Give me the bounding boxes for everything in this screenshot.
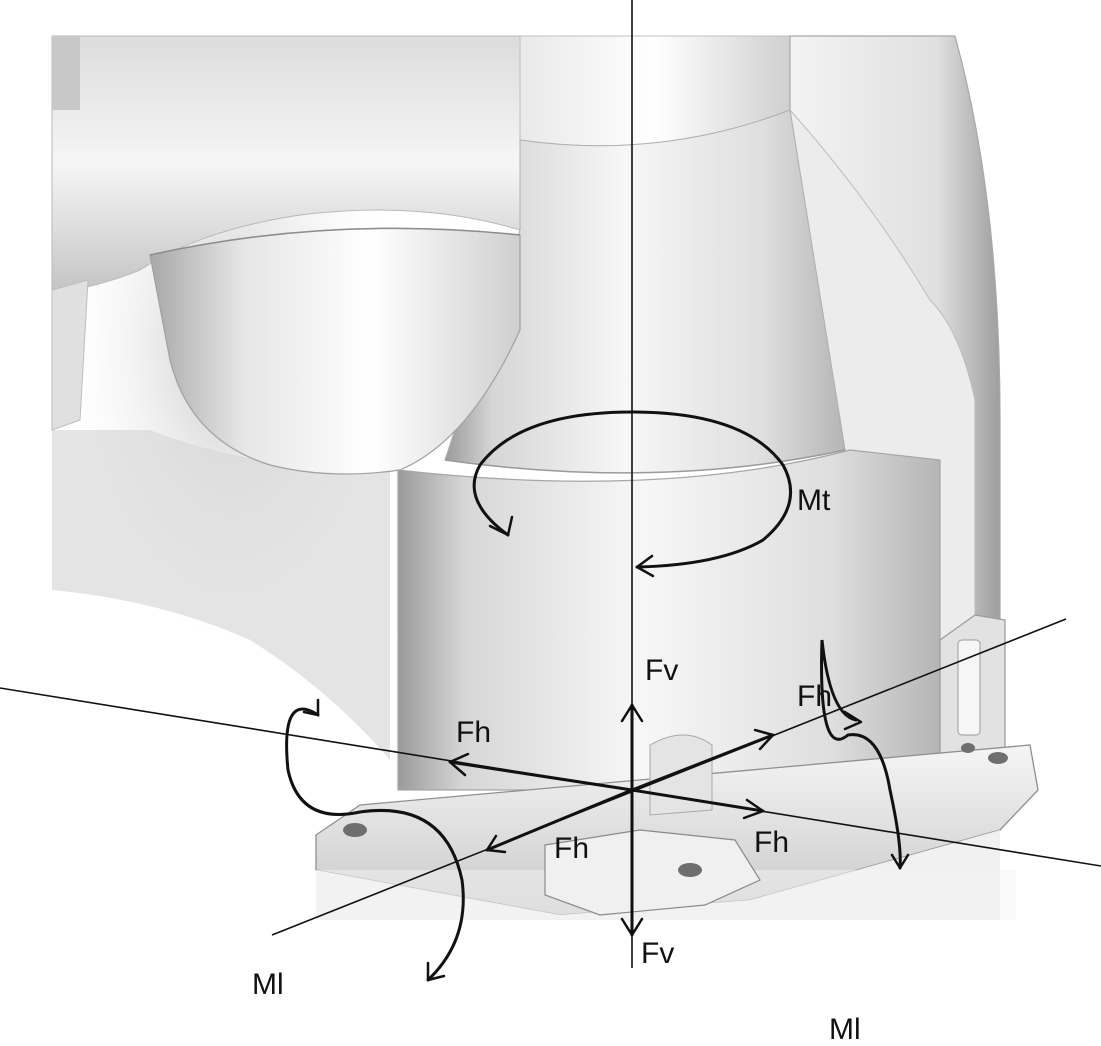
label-ml-right: Ml [829, 1013, 861, 1046]
elbow-seam [149, 227, 521, 256]
labels: Mt Fv Fv Fh Fh Fh Fh Ml Ml [252, 484, 861, 1046]
ml-right-arrowhead-b [890, 853, 910, 870]
ml-left-arrowhead-a [302, 698, 320, 717]
fh-upper-right-arrow [630, 733, 775, 792]
upper-arm-link [51, 35, 521, 293]
force-arrows [448, 703, 775, 937]
mt-arrowhead [635, 554, 655, 578]
label-fh-left: Fh [456, 716, 491, 749]
front-boss [649, 734, 713, 816]
connector-opening [957, 639, 981, 736]
fh-right-arrow [630, 788, 765, 813]
mount-hole-right [988, 752, 1008, 764]
lower-left-arm [51, 279, 89, 431]
fh-upper-right-arrowhead [753, 728, 775, 751]
cast-shadow [52, 430, 390, 760]
ml-left-moment-arc [285, 707, 465, 982]
moment-arrows [285, 410, 910, 982]
mt-tail-arrowhead [488, 515, 514, 537]
ml-right-moment-arc [820, 639, 902, 870]
label-fh-lower-left: Fh [554, 832, 589, 865]
fh-left-arrow [448, 760, 634, 792]
label-fh-upper-right: Fh [797, 680, 832, 713]
fh-right-arrowhead [742, 798, 765, 820]
mount-hole-left [343, 823, 367, 837]
base-seam [444, 449, 846, 474]
fv-up-arrowhead [620, 703, 644, 723]
ml-right-arrowhead-a [843, 710, 863, 731]
label-fh-right: Fh [754, 826, 789, 859]
arm-edge [52, 36, 80, 110]
base-cylinder [397, 449, 941, 791]
mt-moment-arc [472, 410, 792, 569]
fh-lower-left-arrow [485, 788, 634, 852]
fh-lower-left-arrowhead [485, 834, 507, 854]
label-fv-top: Fv [645, 654, 678, 687]
fh-left-arrowhead [448, 752, 470, 777]
mount-hole-front [678, 863, 702, 877]
front-lug [544, 829, 761, 916]
fv-down-arrowhead [620, 917, 644, 937]
ml-left-arrowhead-b [426, 961, 446, 982]
label-mt: Mt [797, 484, 831, 517]
label-ml-left: Ml [252, 968, 284, 1001]
label-fv-bottom: Fv [641, 937, 674, 970]
robot-illustration [51, 35, 1039, 920]
mount-hole-right-inner [961, 743, 975, 753]
